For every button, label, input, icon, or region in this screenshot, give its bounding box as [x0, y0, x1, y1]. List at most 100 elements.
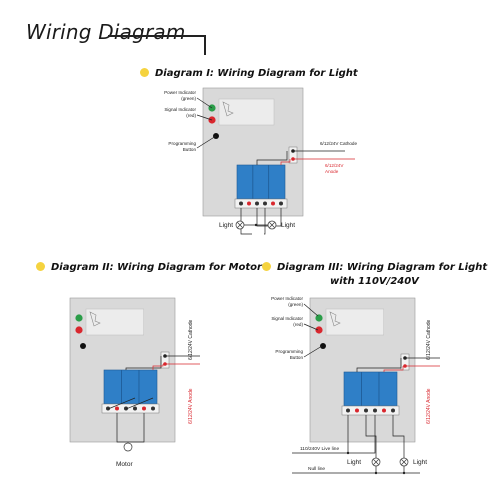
diagram1-load-wire-left: [240, 208, 252, 235]
diagram3-junction-live: [346, 451, 350, 455]
diagram2-title-text: Diagram II: Wiring Diagram for Motor: [51, 262, 262, 273]
diagram1-title-text: Diagram I: Wiring Diagram for Light: [155, 68, 358, 79]
diagram2-antenna-icon: [89, 311, 101, 327]
diagram1-antenna-panel: [218, 98, 275, 126]
diagram1-antenna-icon: [222, 101, 234, 117]
diagram1-anode-sub: Anode: [325, 169, 339, 174]
diagram3-anode-label: 6/12/24V Anode: [426, 388, 432, 424]
diagram2-internal-cathode: [125, 356, 162, 370]
diagram1-internal-cathode: [256, 151, 288, 165]
diagram1-terminal-3: [255, 201, 259, 206]
heading-underline: [108, 35, 206, 37]
diagram3-programming-button: [320, 343, 326, 349]
diagram3-lamp-left-cross: [373, 459, 379, 465]
diagram3-leader-signal: [303, 323, 319, 331]
diagram3-relay-block: [343, 371, 398, 407]
diagram3-terminal-6: [391, 408, 395, 413]
diagram2-programming-button: [80, 343, 86, 349]
diagram3-leader-programming: [303, 345, 323, 358]
diagram3-programming-sub: Button: [290, 355, 304, 360]
diagram3-power-led: [315, 314, 323, 322]
diagram3-programming-label: Programming: [275, 349, 303, 354]
diagram3-terminal-5: [382, 408, 386, 413]
diagram2-motor-symbol: [123, 442, 133, 452]
diagram1-signal-indicator-sub: (red): [186, 113, 196, 118]
diagram3-terminal-1: [346, 408, 350, 413]
diagram2-title: Diagram II: Wiring Diagram for Motor: [36, 262, 262, 273]
diagram1-cathode-label: 6/12/24V Cathode: [320, 141, 357, 146]
diagram3-light-left-label: Light: [347, 459, 361, 466]
diagram3-title: Diagram III: Wiring Diagram for Light: [262, 262, 487, 273]
diagram2-signal-led: [75, 326, 83, 334]
diagram2-bullet: [36, 262, 45, 271]
diagram3-load-wire-right: [392, 415, 405, 458]
diagram2-cross-link-2: [125, 397, 154, 410]
diagram1-power-indicator-label: Power Indicator: [164, 90, 196, 95]
diagram2-terminal-6: [151, 406, 155, 411]
diagram1-terminal-1: [239, 201, 243, 206]
diagram3-signal-indicator-label: Signal Indicator: [271, 316, 303, 321]
diagram2-motor-label: Motor: [116, 461, 133, 468]
diagram1-terminal-5: [271, 201, 275, 206]
diagram1-light-right-label: Light: [281, 222, 295, 229]
diagram1-lamp-right-cross: [269, 222, 275, 228]
diagram2-anode-label: 6/12/24V Anode: [188, 388, 194, 424]
diagram3-cathode-label: 6/12/24V Cathode: [426, 319, 432, 360]
diagram3-signal-indicator-sub: (red): [293, 322, 303, 327]
diagram2-cross-link-1: [107, 397, 136, 410]
diagram1-terminal-6: [279, 201, 283, 206]
diagram3-junction-null-left: [374, 471, 378, 475]
diagram3-load-wire-left: [365, 415, 377, 458]
diagram1-power-indicator-sub: (green): [181, 96, 196, 101]
page-heading-text: Wiring Diagram: [26, 20, 186, 44]
diagram3-null-line-label: Null line: [308, 466, 325, 472]
diagram1-leader-signal: [196, 114, 213, 121]
diagram3-title-line1: Diagram III: Wiring Diagram for Light: [277, 262, 488, 273]
diagram2-relay-block: [103, 369, 158, 405]
diagram2-terminal-1: [106, 406, 110, 411]
diagram2-antenna-panel: [85, 308, 144, 336]
diagram3-terminal-2: [355, 408, 359, 413]
diagram3-title-second-line: with 110V/240V: [330, 276, 419, 287]
diagram1-lamp-left-cross: [237, 222, 243, 228]
diagram3-lamp-right-cross: [401, 459, 407, 465]
diagram3-power-indicator-sub: (green): [288, 302, 303, 307]
diagram2-internal-anode: [152, 364, 164, 370]
diagram3-antenna-panel: [325, 308, 384, 336]
diagram1-leader-programming: [196, 135, 217, 149]
diagram1-relay-block: [236, 164, 286, 200]
diagram1-junction: [254, 223, 258, 227]
diagram2-terminal-3: [124, 406, 128, 411]
diagram1-bullet: [140, 68, 149, 77]
diagram3-leader-power: [303, 303, 319, 317]
diagram2-terminal-strip: [101, 403, 160, 414]
diagram3-terminal-4: [373, 408, 377, 413]
diagram1-load-wire-right: [264, 208, 266, 235]
heading-bracket: [186, 35, 206, 55]
diagram3-light-right-label: Light: [413, 459, 427, 466]
diagram2-cathode-label: 6/12/24V Cathode: [188, 319, 194, 360]
diagram2-terminal-2: [115, 406, 119, 411]
diagram3-bullet: [262, 262, 271, 271]
diagram3-junction-null-right: [402, 471, 406, 475]
diagram3-signal-led: [315, 326, 323, 334]
page-heading: Wiring Diagram: [26, 20, 206, 55]
diagram1-internal-anode: [280, 159, 291, 165]
diagram1-terminal-2: [247, 201, 251, 206]
diagram1-programming-label: Programming: [168, 141, 196, 146]
diagram1-light-left-label: Light: [219, 222, 233, 229]
diagram3-antenna-icon: [329, 311, 341, 327]
diagram1-terminal-strip: [234, 198, 288, 209]
diagram3-live-branch: [348, 415, 376, 454]
diagram2-motor-bridge: [116, 413, 145, 443]
diagram1-signal-indicator-label: Signal Indicator: [164, 107, 196, 112]
diagram1-power-terminal: [288, 146, 298, 164]
diagram1-title: Diagram I: Wiring Diagram for Light: [140, 68, 358, 79]
diagram3-live-line-label: 110/240V Live line: [300, 446, 339, 452]
diagram3-title-line2: with 110V/240V: [330, 276, 419, 287]
diagram2-power-led: [75, 314, 83, 322]
diagram3-internal-cathode: [356, 358, 402, 372]
diagram3-terminal-3: [364, 408, 368, 413]
diagram2-terminal-4: [133, 406, 137, 411]
